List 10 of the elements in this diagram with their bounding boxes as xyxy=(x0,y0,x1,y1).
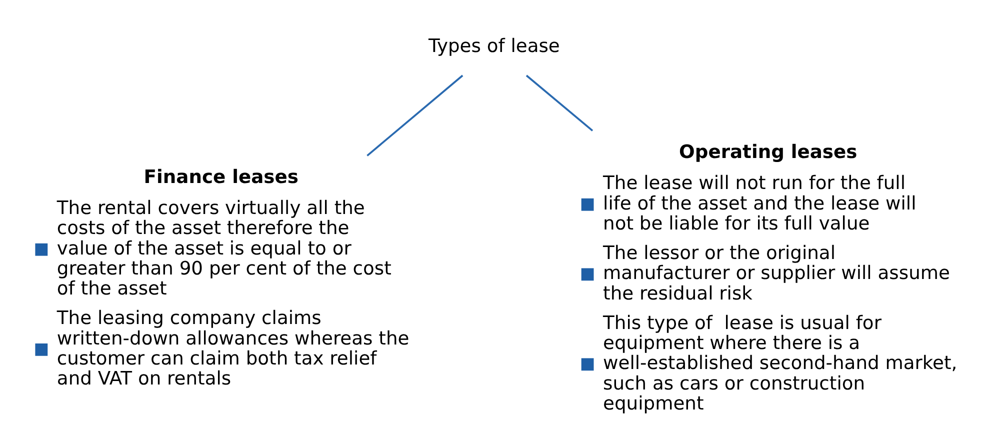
node-label: Finance leases xyxy=(144,167,298,188)
node-label: This type of lease is usual for equipment where there is a well-established second-hand market, such as cars or construction equipment xyxy=(603,312,958,415)
node-label: The lessor or the original manufacturer or supplier will assume the residual risk xyxy=(603,243,950,304)
node-label: The rental covers virtually all the costs of the asset therefore the value of the asset is equal to or greater than 90 per cent of the cost of the asset xyxy=(56,198,392,300)
node-label: The leasing company claims written-down allowances whereas the customer can claim both tax relief and VAT on rentals xyxy=(56,308,410,390)
node-label: Operating leases xyxy=(679,142,858,164)
connector xyxy=(526,74,594,132)
node-label: The lease will not run for the full life of the asset and the lease will not be liable for its full value xyxy=(603,173,916,235)
node-text: Types of lease xyxy=(428,36,560,57)
connector xyxy=(366,74,464,156)
